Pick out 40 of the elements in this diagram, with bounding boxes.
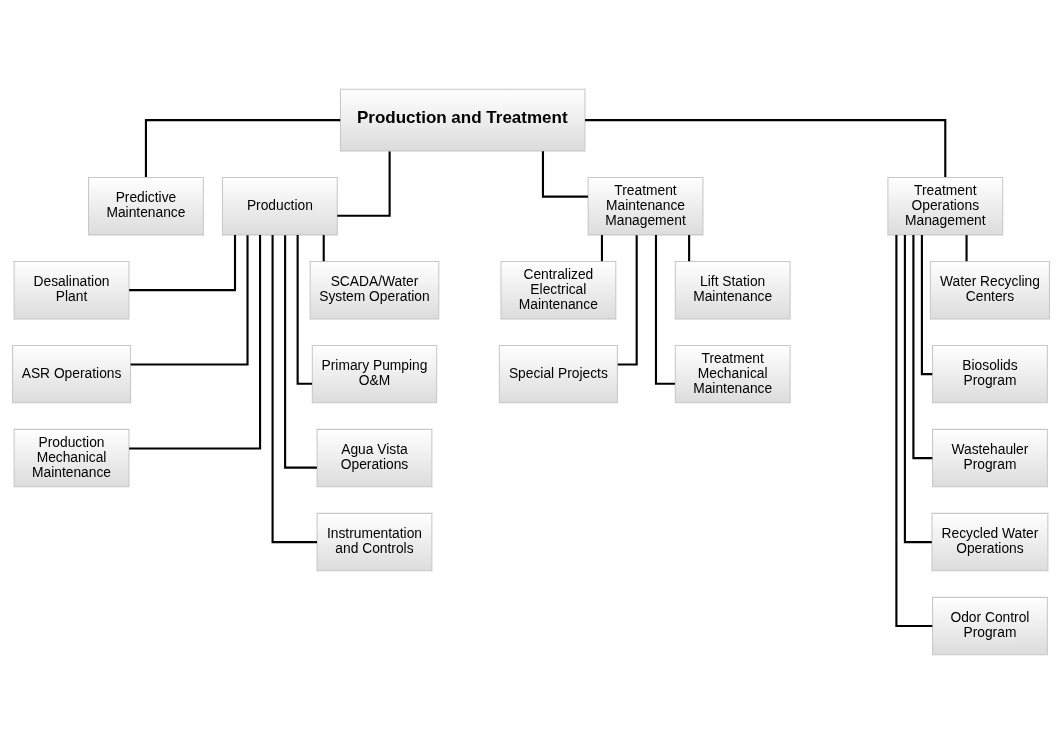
- node-box: Water Recycling Centers: [929, 260, 1050, 320]
- node-box: Biosolids Program: [932, 344, 1048, 404]
- node-box: Production and Treatment: [339, 88, 586, 152]
- node-box: Primary Pumping O&M: [311, 344, 438, 404]
- connector: [617, 235, 638, 366]
- node-box: Instrumentation and Controls: [316, 512, 433, 572]
- connector: [585, 119, 947, 178]
- node-box: Wastehauler Program: [932, 428, 1048, 488]
- node-box: Special Projects: [498, 344, 618, 404]
- connector: [688, 235, 691, 262]
- connector: [600, 235, 603, 262]
- connector: [337, 151, 391, 217]
- connector: [903, 235, 932, 544]
- node-box: Agua Vista Operations: [316, 428, 433, 488]
- node-box: SCADA/Water System Operation: [309, 260, 440, 320]
- connector: [129, 235, 237, 292]
- connector: [284, 235, 317, 469]
- node-box: Treatment Operations Management: [887, 176, 1004, 236]
- connector: [895, 235, 933, 628]
- connector: [965, 235, 968, 262]
- node-box: Production: [221, 176, 338, 236]
- node-box: Treatment Mechanical Maintenance: [674, 344, 791, 404]
- connector: [912, 235, 933, 460]
- node-box: Recycled Water Operations: [931, 512, 1049, 572]
- connector: [144, 119, 341, 178]
- connector: [129, 234, 262, 450]
- connector: [654, 235, 675, 385]
- node-box: Production Mechanical Maintenance: [13, 428, 130, 488]
- connector: [541, 151, 588, 198]
- node-box: Odor Control Program: [932, 596, 1048, 656]
- node-box: Treatment Maintenance Management: [587, 176, 704, 236]
- node-box: Centralized Electrical Maintenance: [500, 260, 617, 320]
- node-box: Desalination Plant: [13, 260, 130, 320]
- connector: [271, 235, 317, 544]
- connector: [322, 235, 325, 262]
- node-box: Predictive Maintenance: [88, 176, 204, 236]
- node-box: ASR Operations: [12, 344, 132, 404]
- connector: [920, 235, 933, 376]
- node-box: Lift Station Maintenance: [674, 260, 791, 320]
- connector: [130, 235, 249, 366]
